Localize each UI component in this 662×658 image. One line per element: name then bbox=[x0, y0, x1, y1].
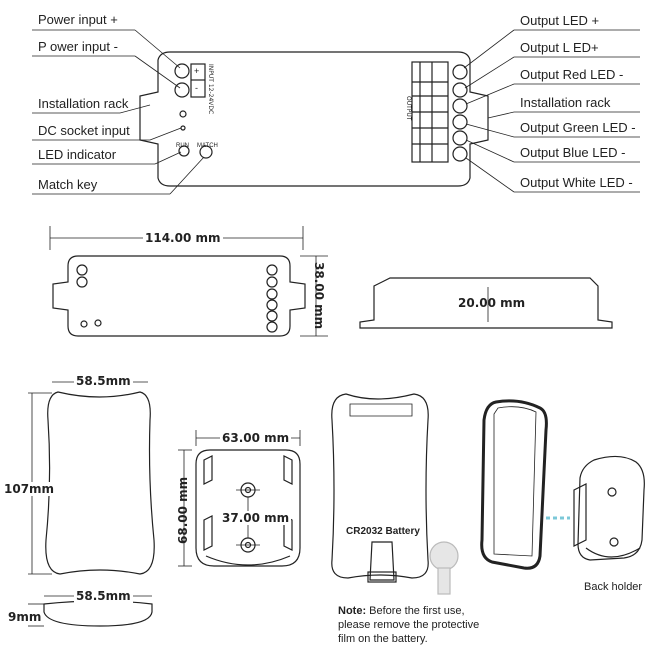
terminal-plus-sign: + bbox=[194, 66, 200, 76]
label-match-key: Match key bbox=[38, 177, 98, 192]
input-voltage-label: INPUT 12-24VDC bbox=[207, 64, 214, 115]
match-label: MATCH bbox=[197, 143, 218, 149]
remote-back bbox=[331, 393, 429, 583]
label-led-indicator: LED indicator bbox=[38, 147, 117, 162]
dim-remote-width-bottom: 58.5mm bbox=[74, 589, 133, 603]
terminal-minus-sign: - bbox=[195, 83, 198, 93]
remote-side bbox=[43, 600, 153, 627]
dim-remote-width-top: 58.5mm bbox=[74, 374, 133, 388]
battery-tab-icon bbox=[429, 541, 459, 595]
battery-label: CR2032 Battery bbox=[346, 526, 420, 537]
dim-holder-height: 68.00 mm bbox=[176, 476, 190, 544]
label-power-input-plus: Power input + bbox=[38, 12, 118, 27]
controller-top-view bbox=[139, 51, 489, 187]
note-prefix: Note: bbox=[338, 605, 367, 617]
back-holder-view bbox=[573, 455, 645, 561]
back-holder-label: Back holder bbox=[584, 581, 643, 593]
dim-height: 20.00 mm bbox=[458, 296, 526, 310]
dim-holder-width: 63.00 mm bbox=[220, 431, 292, 445]
label-output-green: Output Green LED - bbox=[520, 120, 636, 135]
note-text: Before the first use, please remove the … bbox=[338, 605, 480, 645]
controller-dimension-view bbox=[52, 255, 306, 337]
label-output-white: Output White LED - bbox=[520, 175, 633, 190]
label-output-led-plus-2: Output L ED+ bbox=[520, 40, 599, 55]
dim-remote-thickness: 9mm bbox=[6, 610, 44, 624]
label-installation-rack-right: Installation rack bbox=[520, 95, 611, 110]
run-label: RUN bbox=[176, 143, 189, 149]
remote-front bbox=[45, 391, 155, 575]
label-dc-socket-input: DC socket input bbox=[38, 123, 130, 138]
dim-holder-hole-spacing: 37.00 mm bbox=[220, 511, 292, 525]
dim-width: 38.00 mm bbox=[312, 262, 326, 330]
dim-remote-height: 107mm bbox=[2, 482, 57, 496]
dim-length: 114.00 mm bbox=[143, 231, 223, 245]
label-output-red: Output Red LED - bbox=[520, 67, 624, 82]
label-output-led-plus: Output LED + bbox=[520, 13, 600, 28]
label-output-blue: Output Blue LED - bbox=[520, 145, 626, 160]
label-power-input-minus: P ower input - bbox=[38, 39, 118, 54]
output-label: OUTPUT bbox=[405, 96, 412, 121]
remote-angled-view bbox=[480, 399, 548, 570]
controller-side-view bbox=[359, 277, 613, 329]
battery-note: Note: Before the first use, please remov… bbox=[338, 604, 498, 646]
label-installation-rack-left: Installation rack bbox=[38, 96, 129, 111]
wall-holder bbox=[195, 449, 301, 567]
